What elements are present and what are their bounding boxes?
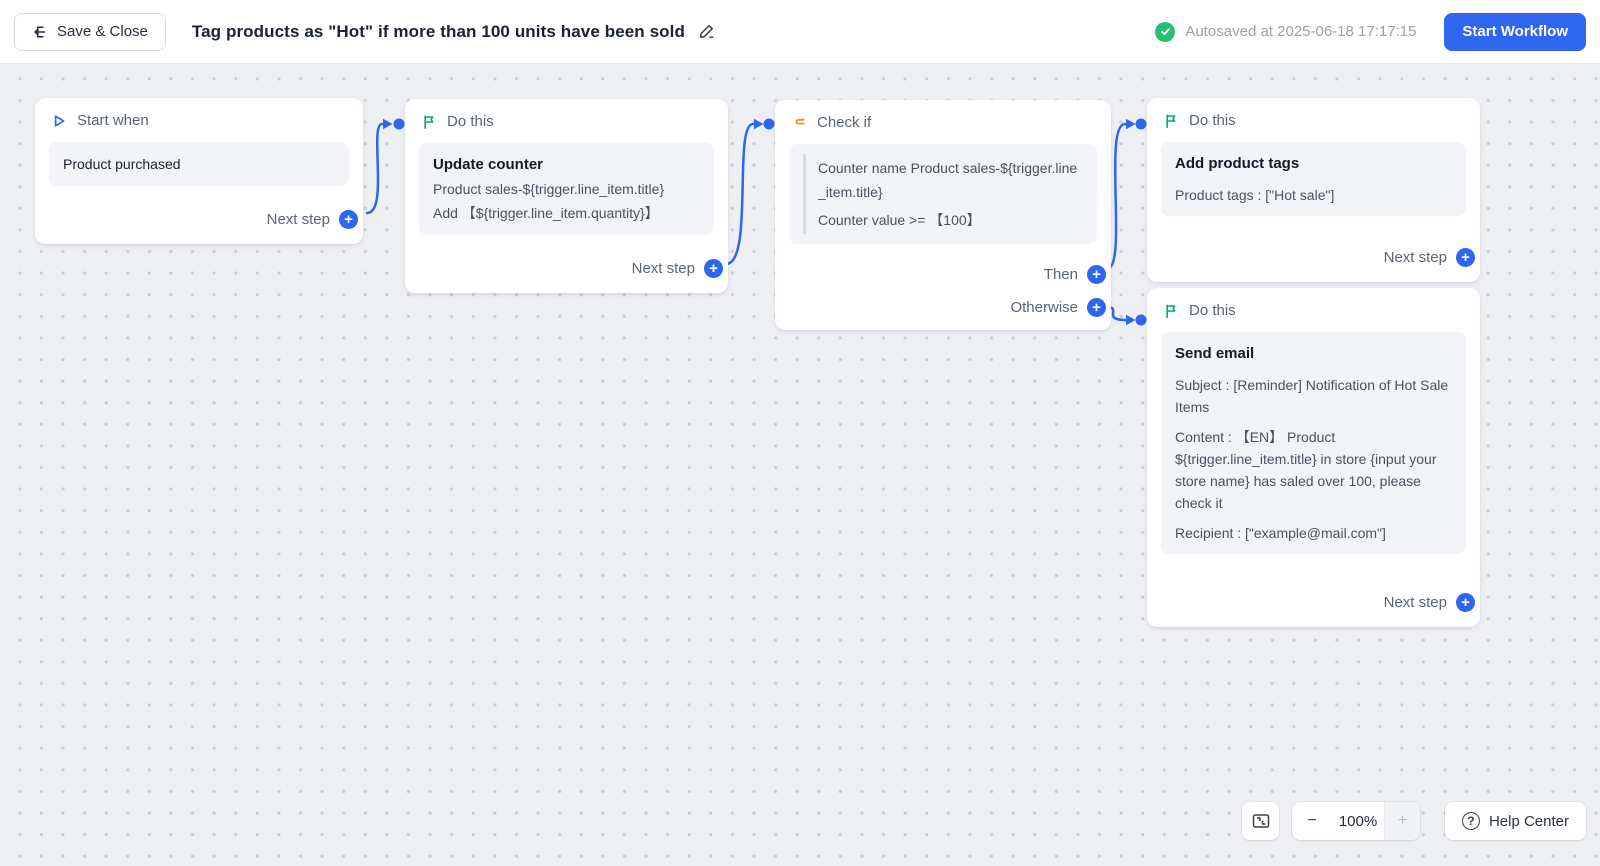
zoom-out-button[interactable]: − bbox=[1307, 812, 1317, 829]
fit-view-icon bbox=[1252, 813, 1270, 829]
tags-config-box[interactable]: Add product tags Product tags : ["Hot sa… bbox=[1161, 142, 1466, 216]
next-step-label: Next step bbox=[266, 211, 330, 228]
edit-title-icon[interactable] bbox=[697, 22, 716, 41]
save-close-button[interactable]: Save & Close bbox=[14, 12, 166, 51]
next-step-label: Next step bbox=[631, 260, 695, 277]
tags-value-line: Product tags : ["Hot sale"] bbox=[1175, 187, 1335, 203]
autosave-text: Autosaved at 2025-06-18 17:17:15 bbox=[1185, 23, 1417, 40]
autosaved-check-icon bbox=[1155, 21, 1176, 42]
counter-name-line: Product sales-${trigger.line_item.title} bbox=[433, 181, 665, 197]
email-header-label: Do this bbox=[1189, 302, 1236, 319]
action-title: Send email bbox=[1175, 345, 1255, 362]
connector-counter-to-check bbox=[724, 122, 755, 266]
zoom-in-button[interactable]: + bbox=[1384, 802, 1420, 840]
add-step-button[interactable]: + bbox=[339, 210, 358, 229]
help-center-label: Help Center bbox=[1488, 812, 1569, 830]
check-counter-name: Counter name Product sales-${trigger.lin… bbox=[818, 160, 1078, 200]
counter-header-label: Do this bbox=[447, 113, 494, 130]
email-config-box[interactable]: Send email Subject : [Reminder] Notifica… bbox=[1161, 332, 1466, 554]
input-port-dot bbox=[393, 118, 405, 130]
email-card-header: Do this bbox=[1147, 288, 1480, 319]
flag-icon bbox=[421, 114, 437, 130]
arrowhead bbox=[383, 118, 393, 130]
node-card-check-if: Check if Counter name Product sales-${tr… bbox=[775, 100, 1111, 330]
check-header-label: Check if bbox=[817, 114, 872, 131]
workflow-title: Tag products as "Hot" if more than 100 u… bbox=[191, 21, 685, 41]
start-workflow-button[interactable]: Start Workflow bbox=[1444, 12, 1586, 51]
check-counter-condition: Counter value >= 【100】 bbox=[818, 212, 981, 228]
branch-icon bbox=[791, 115, 807, 131]
node-card-add-tags: Do this Add product tags Product tags : … bbox=[1147, 98, 1480, 282]
counter-add-line: Add 【${trigger.line_item.quantity}】 bbox=[433, 205, 659, 221]
play-icon bbox=[51, 113, 67, 129]
input-port-dot bbox=[1135, 314, 1147, 326]
workflow-canvas[interactable]: Start when Product purchased Next step +… bbox=[0, 64, 1600, 866]
next-step-label: Next step bbox=[1383, 249, 1447, 266]
flag-icon bbox=[1163, 303, 1179, 319]
counter-config-box[interactable]: Update counter Product sales-${trigger.l… bbox=[419, 143, 714, 235]
connector-trigger-to-counter bbox=[365, 122, 384, 215]
email-recipient-line: Recipient : ["example@mail.com"] bbox=[1175, 525, 1386, 541]
tags-card-header: Do this bbox=[1147, 98, 1480, 129]
add-step-button[interactable]: + bbox=[1456, 593, 1475, 612]
trigger-header-label: Start when bbox=[77, 112, 149, 129]
arrowhead bbox=[1126, 118, 1136, 130]
add-step-button[interactable]: + bbox=[1456, 248, 1475, 267]
input-port-dot bbox=[763, 118, 775, 130]
node-card-send-email: Do this Send email Subject : [Reminder] … bbox=[1147, 288, 1480, 627]
arrowhead bbox=[1126, 314, 1136, 326]
fit-view-button[interactable] bbox=[1242, 802, 1279, 840]
action-title: Add product tags bbox=[1175, 155, 1300, 172]
check-card-header: Check if bbox=[775, 100, 1111, 131]
save-close-label: Save & Close bbox=[57, 23, 148, 40]
node-card-trigger: Start when Product purchased Next step + bbox=[35, 98, 363, 244]
node-card-update-counter: Do this Update counter Product sales-${t… bbox=[405, 99, 728, 293]
zoom-control: − 100% + bbox=[1292, 802, 1420, 840]
add-step-button[interactable]: + bbox=[704, 259, 723, 278]
zoom-level-value: 100% bbox=[1338, 812, 1378, 830]
exit-icon bbox=[32, 24, 48, 40]
input-port-dot bbox=[1135, 118, 1147, 130]
arrowhead bbox=[754, 118, 764, 130]
help-center-button[interactable]: ? Help Center bbox=[1444, 802, 1586, 840]
email-subject-line: Subject : [Reminder] Notification of Hot… bbox=[1175, 377, 1449, 415]
counter-card-header: Do this bbox=[405, 99, 728, 130]
trigger-card-header: Start when bbox=[35, 98, 363, 129]
then-label: Then bbox=[1043, 266, 1078, 283]
top-bar: Save & Close Tag products as "Hot" if mo… bbox=[0, 0, 1600, 64]
action-title: Update counter bbox=[433, 156, 544, 173]
trigger-event-value: Product purchased bbox=[63, 156, 181, 172]
add-otherwise-step-button[interactable]: + bbox=[1087, 298, 1106, 317]
trigger-config-box[interactable]: Product purchased bbox=[49, 142, 349, 186]
autosave-status: Autosaved at 2025-06-18 17:17:15 bbox=[1155, 21, 1417, 42]
next-step-label: Next step bbox=[1383, 594, 1447, 611]
flag-icon bbox=[1163, 113, 1179, 129]
question-icon: ? bbox=[1461, 812, 1480, 830]
otherwise-label: Otherwise bbox=[1010, 299, 1078, 316]
tags-header-label: Do this bbox=[1189, 112, 1236, 129]
add-then-step-button[interactable]: + bbox=[1087, 265, 1106, 284]
check-config-box[interactable]: Counter name Product sales-${trigger.lin… bbox=[789, 144, 1097, 244]
email-content-line: Content : 【EN】 Product ${trigger.line_it… bbox=[1175, 429, 1437, 511]
